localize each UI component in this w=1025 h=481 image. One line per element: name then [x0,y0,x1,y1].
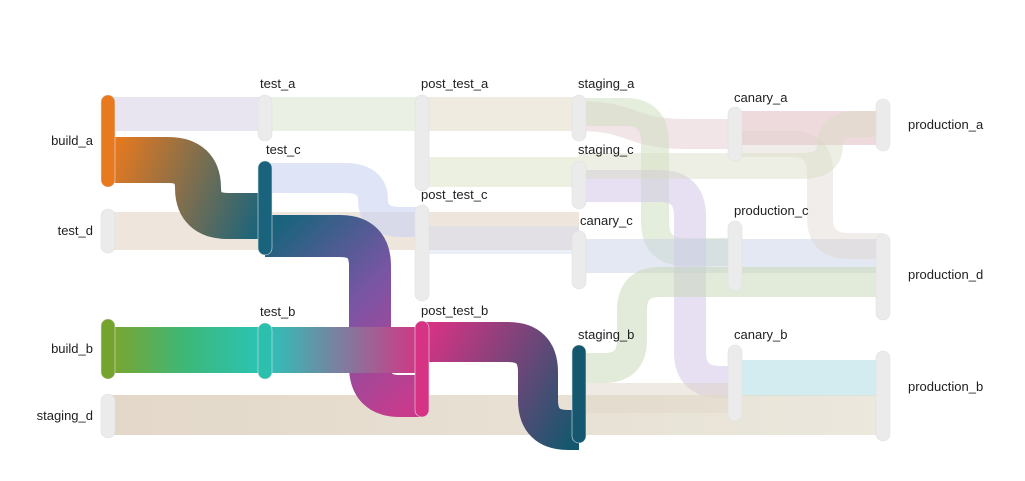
flow-staging_b-production_d [579,267,883,383]
label-test_a: test_a [260,76,296,91]
label-staging_a: staging_a [578,76,635,91]
label-post_test_a: post_test_a [421,76,489,91]
label-production_b: production_b [908,379,983,394]
label-production_d: production_d [908,267,983,282]
node-post_test_b[interactable] [414,320,430,418]
node-post_test_c[interactable] [414,204,430,302]
node-staging_a[interactable] [571,94,587,142]
label-canary_b: canary_b [734,327,787,342]
node-build_a[interactable] [100,94,116,188]
label-canary_c: canary_c [580,213,633,228]
node-production_c[interactable] [727,220,743,292]
label-test_b: test_b [260,304,295,319]
node-canary_a[interactable] [727,106,743,162]
label-staging_b: staging_b [578,327,634,342]
label-production_a: production_a [908,117,984,132]
label-staging_c: staging_c [578,142,634,157]
flow-test_c-post_test_c [265,163,422,237]
node-test_b[interactable] [257,322,273,380]
node-staging_c[interactable] [571,160,587,210]
label-build_b: build_b [51,341,93,356]
flow-canary_a-production_d [735,131,883,259]
node-staging_b[interactable] [571,344,587,444]
label-post_test_c: post_test_c [421,187,488,202]
node-test_c[interactable] [257,160,273,256]
flow-test_c-post_test_b [265,215,422,417]
label-production_c: production_c [734,203,809,218]
label-test_c: test_c [266,142,301,157]
node-build_b[interactable] [100,318,116,380]
label-test_d: test_d [58,223,93,238]
node-production_a[interactable] [875,98,891,152]
node-production_b[interactable] [875,350,891,442]
flow-staging_c-production_a [579,111,883,179]
node-canary_b[interactable] [727,344,743,422]
node-staging_d[interactable] [100,393,116,439]
node-canary_c[interactable] [571,230,587,290]
flow-post_test_b-staging_b [422,322,579,450]
node-production_d[interactable] [875,233,891,321]
label-post_test_b: post_test_b [421,303,488,318]
node-test_a[interactable] [257,94,273,142]
flow-build_a-test_c [108,137,265,239]
label-canary_a: canary_a [734,90,788,105]
node-post_test_a[interactable] [414,94,430,192]
node-test_d[interactable] [100,208,116,254]
label-build_a: build_a [51,133,94,148]
label-staging_d: staging_d [37,408,93,423]
